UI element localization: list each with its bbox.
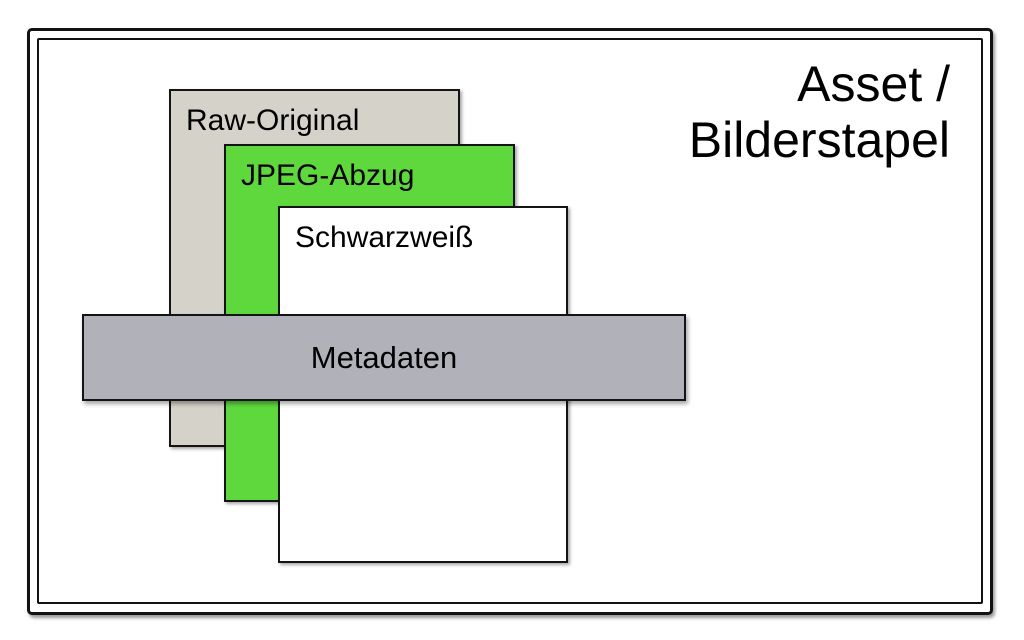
layer-raw-original-label: Raw-Original: [186, 104, 360, 137]
metadata-bar-label: Metadaten: [310, 339, 458, 375]
metadata-bar: Metadaten: [82, 314, 686, 401]
diagram-title: Asset / Bilderstapel: [689, 56, 950, 168]
diagram-title-line2: Bilderstapel: [688, 112, 950, 168]
layer-jpeg-abzug-label: JPEG-Abzug: [241, 159, 415, 192]
slide-frame-inner: [37, 38, 983, 604]
layer-schwarzweiss-label: Schwarzweiß: [295, 221, 474, 254]
diagram-title-line1: Asset /: [797, 56, 950, 112]
